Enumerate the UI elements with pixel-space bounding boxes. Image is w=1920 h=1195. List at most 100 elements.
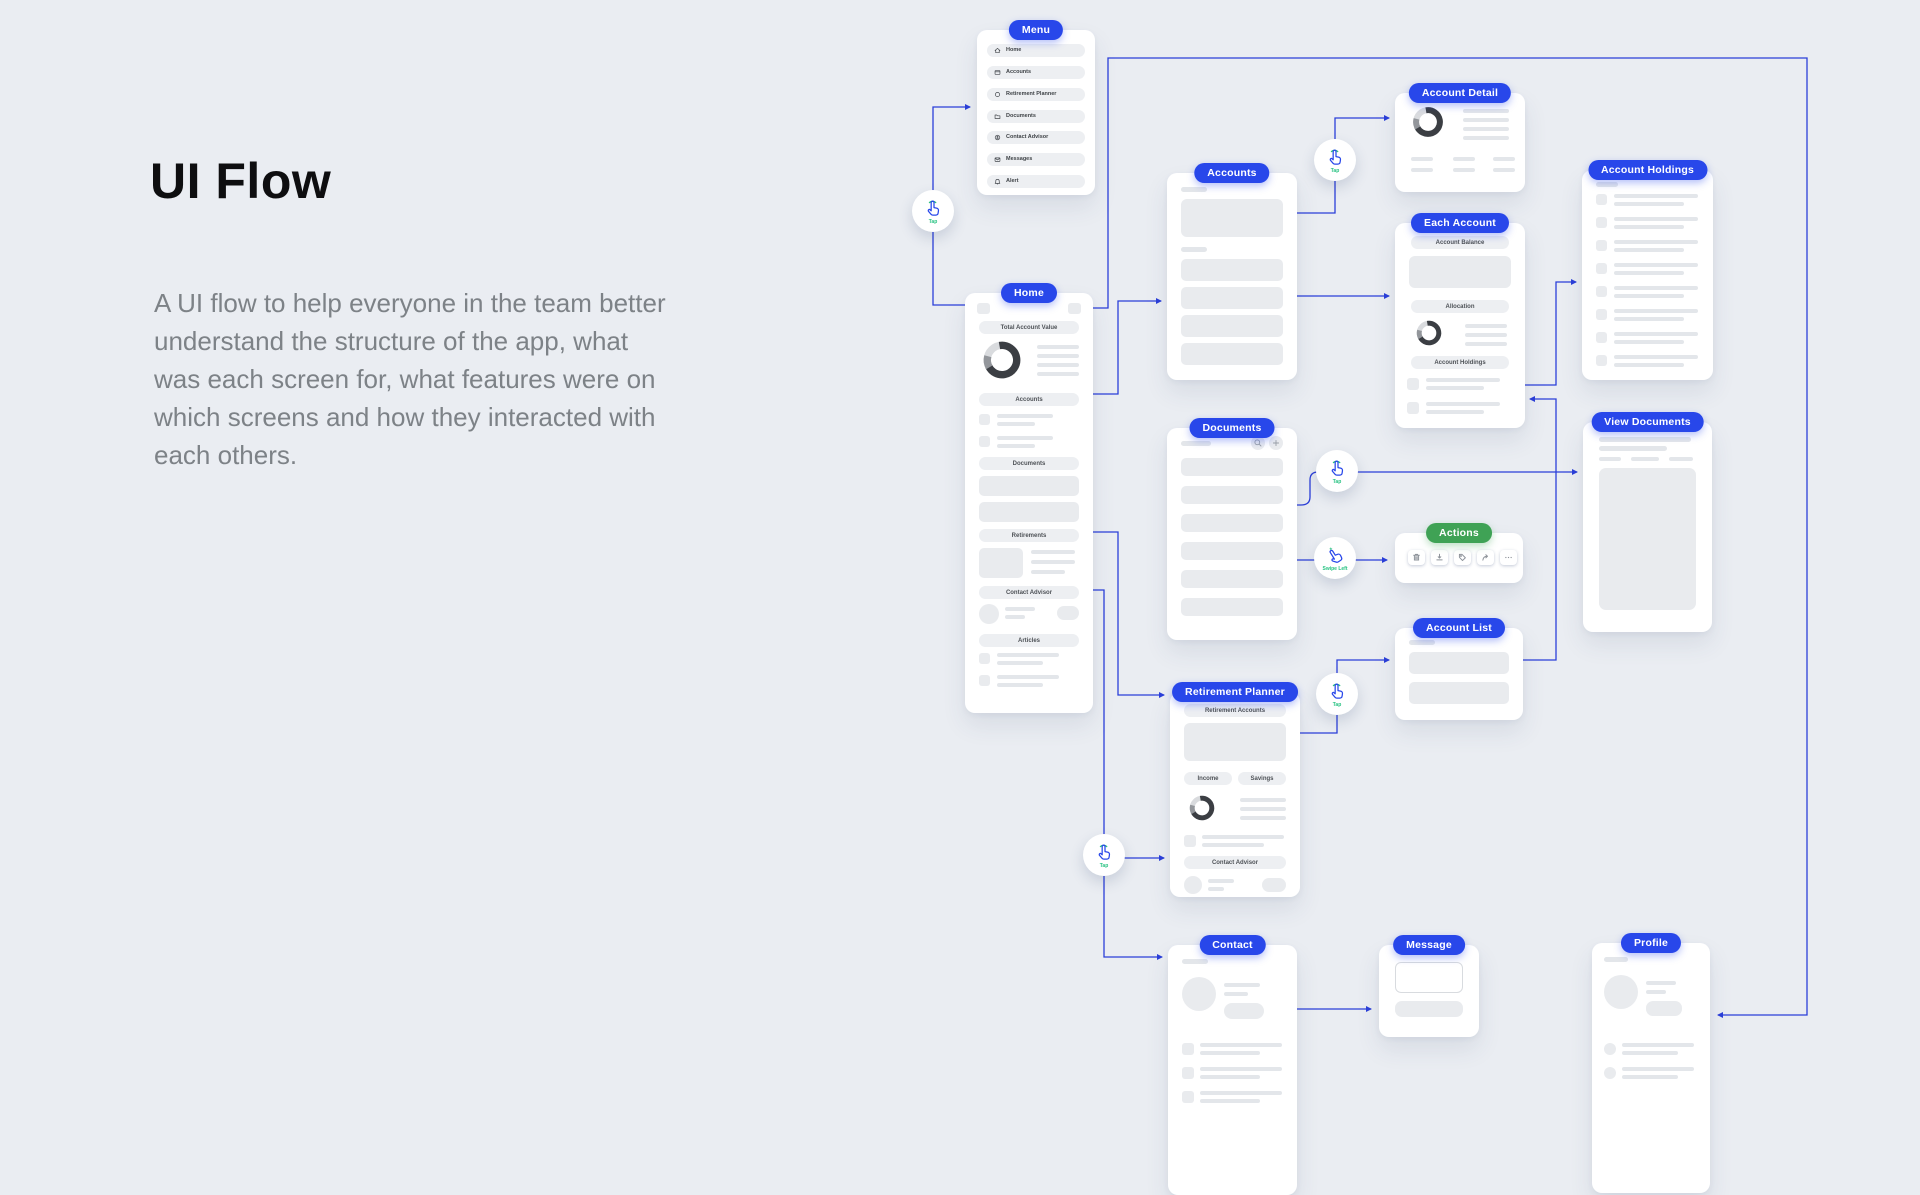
button-placeholder [1224, 1003, 1264, 1019]
skeleton-thumb [1182, 1091, 1194, 1103]
skeleton-line [1224, 983, 1260, 987]
tap-hand-icon [1327, 458, 1347, 478]
skeleton-block [1409, 256, 1511, 288]
skeleton-line [1463, 136, 1509, 140]
screen-account-holdings: Account Holdings [1582, 160, 1713, 380]
accounts-icon [994, 69, 1001, 76]
skeleton-line [1622, 1067, 1694, 1071]
document-preview [1599, 468, 1696, 610]
skeleton-thumb [1596, 309, 1607, 320]
skeleton-line [1646, 990, 1666, 994]
skeleton-line [1622, 1075, 1678, 1079]
skeleton-thumb [1596, 217, 1607, 228]
connector-home-to-profile [1082, 57, 1808, 1018]
skeleton-line [997, 683, 1043, 687]
gesture-label: Tap [1099, 862, 1109, 869]
skeleton-line [1005, 607, 1035, 611]
skeleton-line [1453, 157, 1475, 161]
skeleton-line [1240, 798, 1286, 802]
screen-view-documents: View Documents [1583, 412, 1712, 632]
section-allocation: Allocation [1411, 300, 1509, 313]
skeleton-line [1426, 378, 1500, 382]
screen-message-label: Message [1393, 935, 1465, 955]
action-delete-button [1408, 550, 1425, 565]
menu-item-label: Contact Advisor [1006, 134, 1049, 141]
skeleton-line [1463, 109, 1509, 113]
skeleton-line [1614, 317, 1684, 321]
screen-contact-label: Contact [1199, 935, 1266, 955]
add-button [1269, 436, 1283, 450]
alert-icon [994, 178, 1001, 185]
skeleton-line [1614, 217, 1698, 221]
skeleton-block [1181, 315, 1283, 337]
skeleton-line [1037, 363, 1079, 367]
skeleton-line [1614, 263, 1698, 267]
document-row [1181, 598, 1283, 616]
download-icon [1434, 552, 1445, 563]
screen-retirement-planner: Retirement Planner Retirement Accounts I… [1170, 682, 1300, 897]
skeleton-thumb [1407, 402, 1419, 414]
menu-item-label: Alert [1006, 178, 1019, 185]
skeleton-line [1426, 402, 1500, 406]
profile-button-placeholder [1068, 303, 1081, 314]
menu-item-accounts: Accounts [987, 65, 1085, 79]
skeleton-line [1599, 437, 1691, 442]
gesture-tap-contact: Tap [1083, 834, 1125, 876]
skeleton-line [1646, 981, 1676, 985]
menu-item-label: Documents [1006, 113, 1036, 120]
skeleton-line [1453, 168, 1475, 172]
skeleton-line [1463, 118, 1509, 122]
skeleton-line [1182, 959, 1208, 964]
action-more-button [1500, 550, 1517, 565]
skeleton-line [997, 653, 1059, 657]
avatar-placeholder [1184, 876, 1202, 894]
skeleton-line [997, 675, 1059, 679]
skeleton-line [1200, 1091, 1282, 1095]
screen-account-detail-label: Account Detail [1408, 83, 1512, 103]
document-row [1181, 542, 1283, 560]
skeleton-line [1031, 570, 1065, 574]
send-button-placeholder [1395, 1001, 1463, 1017]
share-icon [1480, 552, 1491, 563]
section-articles: Articles [979, 634, 1079, 647]
skeleton-line [997, 414, 1053, 418]
section-account-holdings: Account Holdings [1411, 356, 1509, 369]
skeleton-line [1614, 309, 1698, 313]
page-description: A UI flow to help everyone in the team b… [154, 288, 666, 470]
gesture-label: Tap [1332, 701, 1342, 708]
screen-view-documents-label: View Documents [1591, 412, 1704, 432]
skeleton-line [1426, 386, 1484, 390]
skeleton-line [1622, 1043, 1694, 1047]
screen-actions: Actions [1395, 523, 1523, 583]
screen-account-list-label: Account List [1413, 618, 1505, 638]
menu-item-label: Retirement Planner [1006, 91, 1057, 98]
skeleton-line [1409, 640, 1435, 645]
skeleton-thumb [979, 414, 990, 425]
connector-account-list-to-each-account [1518, 396, 1557, 661]
skeleton-line [997, 436, 1053, 440]
skeleton-thumb [1182, 1043, 1194, 1055]
skeleton-line [1614, 194, 1698, 198]
skeleton-line [1599, 457, 1621, 461]
screen-home-label: Home [1001, 283, 1057, 303]
messages-icon [994, 156, 1001, 163]
skeleton-thumb [1596, 194, 1607, 205]
menu-item-home: Home [987, 43, 1085, 57]
screen-message: Message [1379, 935, 1479, 1037]
gesture-label: Tap [1330, 167, 1340, 174]
retirement-icon [994, 91, 1001, 98]
skeleton-line [1181, 187, 1207, 192]
skeleton-line [1614, 225, 1684, 229]
skeleton-line [1426, 410, 1484, 414]
skeleton-thumb [979, 653, 990, 664]
skeleton-line [1614, 248, 1684, 252]
skeleton-thumb [1182, 1067, 1194, 1079]
document-row [1181, 514, 1283, 532]
section-contact-advisor: Contact Advisor [979, 586, 1079, 599]
gesture-tap-menu: Tap [912, 190, 954, 232]
skeleton-block [979, 502, 1079, 522]
screen-contact: Contact [1168, 935, 1297, 1195]
gesture-label: Swipe Left [1322, 565, 1348, 572]
screen-profile: Profile [1592, 933, 1710, 1193]
skeleton-thumb [1596, 286, 1607, 297]
